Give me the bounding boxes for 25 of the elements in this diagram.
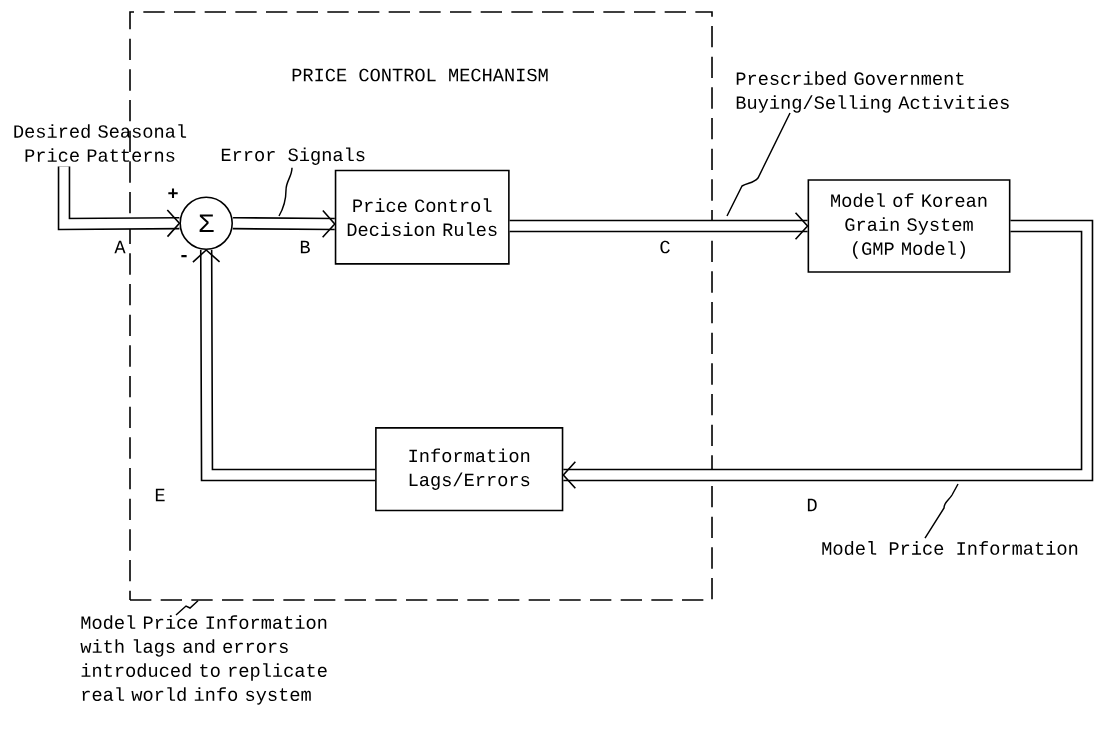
leader-line xyxy=(278,167,293,217)
sign-label: + xyxy=(168,188,178,198)
annotation-text: Model Price Information xyxy=(822,541,1078,555)
annotation-text: Model Price Information with lags and errors introduced to replicate real world info system xyxy=(80,615,327,705)
edge-label: A xyxy=(113,239,127,255)
summing-junction: Σ xyxy=(179,196,233,250)
annotation-text: Error Signals xyxy=(221,147,365,165)
double-arrow xyxy=(192,248,376,482)
double-arrow xyxy=(57,166,181,238)
double-arrow xyxy=(509,211,809,241)
process-box: Model of Korean Grain System (GMP Model) xyxy=(807,179,1011,273)
leader-line xyxy=(726,112,791,217)
edge-label: E xyxy=(153,487,167,503)
process-box: Price Control Decision Rules xyxy=(334,169,510,265)
edge-label: C xyxy=(658,239,672,255)
leader-line xyxy=(924,483,959,539)
leader-line xyxy=(175,600,199,616)
boundary-heading: PRICE CONTROL MECHANISM xyxy=(292,68,548,82)
annotation-text: Desired Seasonal Price Patterns xyxy=(14,124,187,162)
process-box: Information Lags/Errors xyxy=(375,427,564,512)
edge-label: D xyxy=(805,497,819,513)
double-arrow xyxy=(562,219,1094,490)
edge-label: B xyxy=(298,239,312,255)
annotation-text: Prescribed Government Buying/Selling Activities xyxy=(736,71,1009,113)
double-arrow xyxy=(232,209,336,239)
